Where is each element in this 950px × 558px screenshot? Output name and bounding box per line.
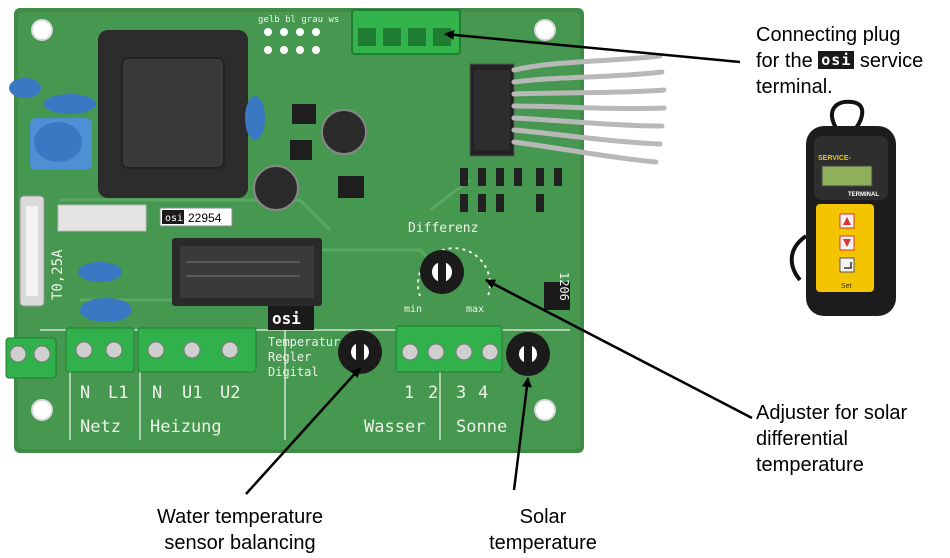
mounting-hole <box>534 399 556 421</box>
callout-plug-line-2: for the osi service <box>756 48 923 74</box>
callout-solar-temperature: Solar temperature <box>468 504 618 556</box>
pot-label: Differenz <box>408 221 478 236</box>
terminal-2: 2 <box>428 383 438 403</box>
filter-capacitors <box>9 78 265 322</box>
mounting-hole <box>534 19 556 41</box>
callout-adjuster-line-2: differential <box>756 428 848 450</box>
differential-potentiometer: Differenz min max <box>404 221 491 315</box>
callout-solar-line-2: temperature <box>489 532 597 554</box>
mounting-hole <box>31 19 53 41</box>
callout-water-line-1: Water temperature <box>157 506 323 528</box>
wire-header: gelb bl grau ws <box>258 15 339 54</box>
service-plug-connector <box>351 9 461 55</box>
callout-plug-line-1: Connecting plug <box>756 24 901 46</box>
terminal-1: 1 <box>404 383 414 403</box>
device-set-label: Set <box>841 283 852 290</box>
device-display <box>821 165 873 187</box>
callout-differential-adjuster: Adjuster for solar differential temperat… <box>756 400 907 478</box>
electrolytic-capacitor <box>253 165 299 211</box>
relay <box>172 238 322 306</box>
service-terminal-device: SERVICE- TERMINAL Set <box>789 99 896 316</box>
terminal-n-heizung: N <box>152 383 162 403</box>
serial-logo: osi <box>165 213 183 224</box>
ic-chip <box>292 104 316 124</box>
fuse-label: T0,25A <box>50 249 66 300</box>
fuse: T0,25A <box>19 195 66 307</box>
brand-line-2: Regler <box>268 350 311 364</box>
ic-chip <box>338 176 364 198</box>
terminal-l1: L1 <box>108 383 128 403</box>
callout-plug-line-3: terminal. <box>756 76 833 98</box>
arrow-differential-adjuster <box>485 278 753 420</box>
mounting-hole <box>31 399 53 421</box>
device-model: TERMINAL <box>848 192 879 198</box>
sensor-wires <box>511 53 667 165</box>
callout-adjuster-line-3: temperature <box>756 454 864 476</box>
terminal-labels: N L1 N U1 U2 1 2 3 4 <box>80 383 488 403</box>
smd-components <box>460 168 562 212</box>
callout-plug-line-2-post: service <box>859 50 924 72</box>
group-netz: Netz <box>80 417 121 437</box>
solar-potentiometer <box>506 332 550 376</box>
board-logo: osi Temperatur Regler Digital <box>268 306 340 379</box>
group-sonne: Sonne <box>456 417 507 437</box>
brand-line-3: Digital <box>268 365 319 379</box>
board-logo-text: osi <box>272 309 301 328</box>
group-wasser: Wasser <box>364 417 425 437</box>
group-heizung: Heizung <box>150 417 222 437</box>
model-badge: 1206 <box>544 272 571 310</box>
arrow-solar-temperature <box>512 377 532 491</box>
terminal-u1: U1 <box>182 383 202 403</box>
callout-plug-line-2-pre: for the <box>756 50 813 72</box>
brand-line-1: Temperatur <box>268 335 340 349</box>
terminal-u2: U2 <box>220 383 240 403</box>
water-sensor-potentiometer <box>338 330 382 374</box>
arrow-water-sensor <box>245 367 361 495</box>
down-arrow-icon <box>843 239 851 247</box>
terminal-n-netz: N <box>80 383 90 403</box>
pot-min-label: min <box>404 304 422 315</box>
up-arrow-icon <box>843 217 851 225</box>
enter-icon <box>844 262 852 269</box>
screw-terminals <box>5 325 503 379</box>
callout-adjuster-line-1: Adjuster for solar <box>756 402 908 424</box>
callout-solar-line-1: Solar <box>519 506 567 528</box>
terminal-4: 4 <box>478 383 488 403</box>
callout-water-sensor: Water temperature sensor balancing <box>140 504 340 556</box>
ic-chip <box>290 140 312 160</box>
group-labels: Netz Heizung Wasser Sonne <box>80 417 507 437</box>
terminal-3: 3 <box>456 383 466 403</box>
osi-logo: osi <box>818 51 855 69</box>
pot-max-label: max <box>466 304 484 315</box>
device-brand: SERVICE- <box>818 155 852 162</box>
model-number: 1206 <box>557 272 571 301</box>
header-label: gelb bl grau ws <box>258 15 339 25</box>
callout-water-line-2: sensor balancing <box>164 532 316 554</box>
callout-service-plug: Connecting plug for the osi service term… <box>756 22 923 100</box>
arrow-service-plug <box>444 29 741 64</box>
transformer <box>98 30 248 198</box>
serial-sticker: osi 22954 <box>159 207 233 227</box>
serial-number: 22954 <box>188 211 222 225</box>
electrolytic-capacitor <box>321 109 367 155</box>
resistor-block <box>57 204 147 232</box>
